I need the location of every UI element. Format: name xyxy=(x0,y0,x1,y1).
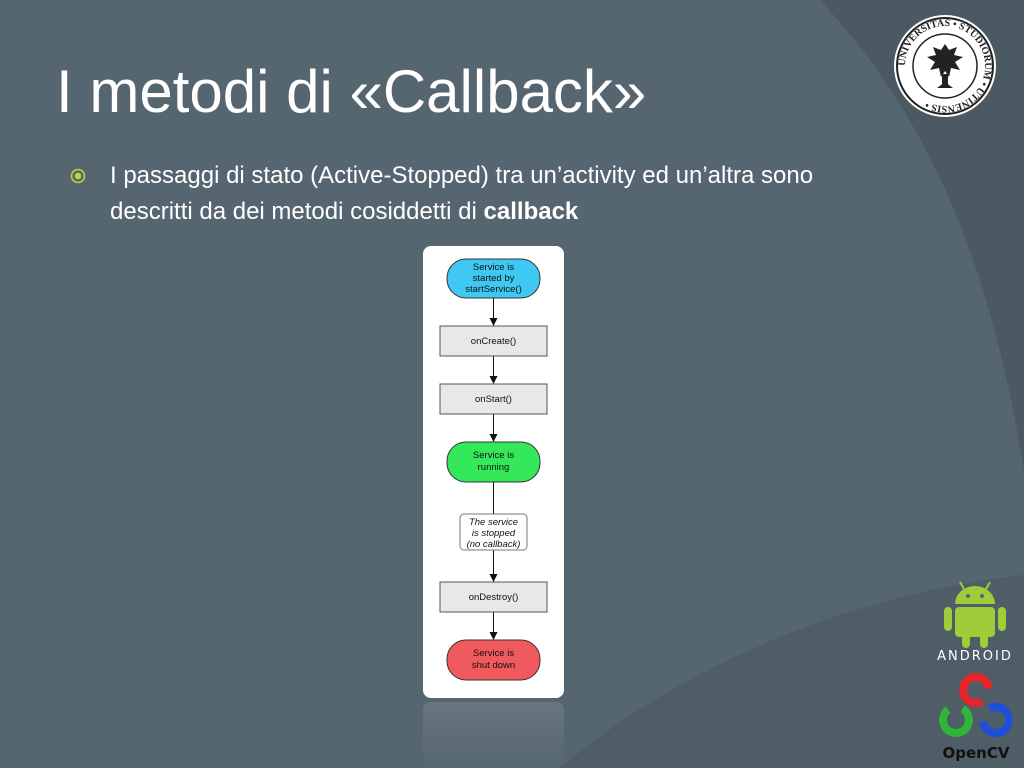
university-seal-icon: UNIVERSITAS • STUDIORUM • UTINENSIS • xyxy=(894,15,996,117)
end-node: Service is shut down xyxy=(446,639,541,681)
android-logo-icon: ANDROID xyxy=(937,581,1013,664)
on-destroy-label: onDestroy() xyxy=(469,592,519,603)
android-wordmark: ANDROID xyxy=(937,649,1013,664)
running-node-line: running xyxy=(478,462,510,473)
on-create-box: onCreate() xyxy=(439,325,548,357)
running-node-line: Service is xyxy=(473,450,514,461)
slide-title: I metodi di «Callback» xyxy=(56,58,647,125)
bullet-text-plain: I passaggi di stato (Active-Stopped) tra… xyxy=(110,162,814,225)
on-create-label: onCreate() xyxy=(471,336,516,347)
start-node-line: startService() xyxy=(465,284,521,295)
opencv-logo-icon: OpenCV xyxy=(939,673,1013,762)
bullet-text-bold: callback xyxy=(483,198,579,225)
on-start-box: onStart() xyxy=(439,383,548,415)
stopped-note: The service is stopped (no callback) xyxy=(459,513,528,551)
on-start-label: onStart() xyxy=(475,394,512,405)
opencv-wordmark: OpenCV xyxy=(943,744,1010,762)
stopped-note-line: The service xyxy=(469,517,518,528)
bullet-icon xyxy=(70,168,86,184)
bullet-text: I passaggi di stato (Active-Stopped) tra… xyxy=(110,158,900,230)
running-node: Service is running xyxy=(446,441,541,483)
start-node: Service is started by startService() xyxy=(446,258,541,299)
end-node-line: shut down xyxy=(472,660,515,671)
end-node-line: Service is xyxy=(473,648,514,659)
start-node-line: started by xyxy=(473,273,515,284)
diagram-reflection xyxy=(423,702,564,768)
stopped-note-line: (no callback) xyxy=(467,539,521,550)
service-lifecycle-diagram: Service is started by startService() onC… xyxy=(423,246,564,698)
on-destroy-box: onDestroy() xyxy=(439,581,548,613)
stopped-note-line: is stopped xyxy=(472,528,516,539)
start-node-line: Service is xyxy=(473,262,514,273)
